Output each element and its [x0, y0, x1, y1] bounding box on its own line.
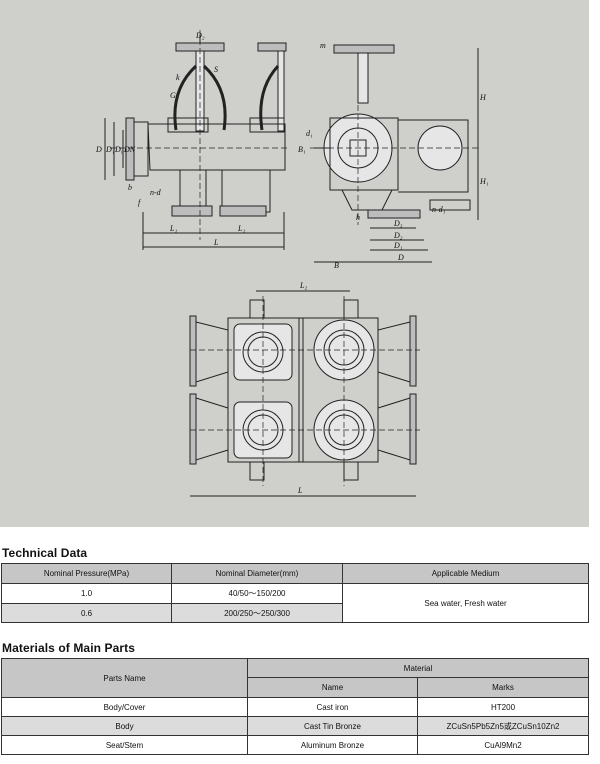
materials-title: Materials of Main Parts — [2, 641, 136, 655]
material-marks-cell: HT200 — [416, 697, 590, 717]
label-d2-top: D₂ — [195, 31, 205, 40]
technical-data-title: Technical Data — [2, 546, 88, 560]
label-dim-d1: D₁ — [393, 241, 403, 250]
part-cell: Seat/Stem — [1, 735, 248, 755]
label-n-d1: n-d₁ — [432, 205, 446, 214]
diameter-cell: 200/250～250/300 — [171, 603, 343, 623]
label-m: m — [320, 41, 326, 50]
label-d1: D₁ — [105, 145, 115, 154]
label-b-right: B — [334, 261, 339, 270]
label-s: S — [214, 65, 218, 74]
label-l-bottom: L — [297, 486, 303, 495]
header-marks: Marks — [416, 677, 590, 698]
header-applicable-medium: Applicable Medium — [342, 563, 589, 584]
part-cell: Body/Cover — [1, 697, 248, 717]
label-h1: H₁ — [479, 177, 489, 186]
label-l1-right: L₁ — [237, 224, 245, 233]
label-b1: B₁ — [298, 145, 306, 154]
label-d: D — [95, 145, 102, 154]
label-f: f — [138, 198, 142, 207]
diameter-cell: 40/50～150/200 — [171, 583, 343, 604]
table-row: Seat/Stem Aluminum Bronze CuAl9Mn2 — [1, 735, 590, 755]
header-parts-name: Parts Name — [1, 658, 248, 698]
label-d0: D₀ — [114, 145, 124, 154]
header-material: Material — [246, 658, 590, 678]
material-name-cell: Cast Tin Bronze — [247, 716, 418, 736]
part-cell: Body — [1, 716, 248, 736]
label-dim-d2: D₂ — [393, 231, 403, 240]
material-name-cell: Cast iron — [247, 697, 418, 717]
pressure-cell: 1.0 — [1, 583, 172, 604]
label-l1-left: L₁ — [169, 224, 177, 233]
label-h: H — [479, 93, 487, 102]
label-k: k — [176, 73, 180, 82]
left-elevation-view: D₂ k G S D D₁ D₀ DN b f n-d L₁ L₁ L — [95, 30, 290, 250]
materials-header-row: Parts Name Material — [1, 658, 590, 698]
header-nominal-diameter: Nominal Diameter(mm) — [171, 563, 343, 584]
technical-data-table: Nominal Pressure(MPa) Nominal Diameter(m… — [1, 563, 589, 623]
header-nominal-pressure: Nominal Pressure(MPa) — [1, 563, 172, 584]
label-dim-d: D — [397, 253, 404, 262]
table-row: 1.0 40/50～150/200 Sea water, Fresh water — [1, 583, 589, 623]
header-name: Name — [247, 677, 418, 698]
right-elevation-view: m H H₁ B₁ d₁ h n-d₁ D₃ D₂ D₁ D B — [298, 41, 489, 270]
label-l2: L₂ — [299, 281, 307, 290]
label-h-small: h — [356, 213, 360, 222]
label-dn: DN — [123, 145, 136, 154]
table-row: Body/Cover Cast iron HT200 — [1, 697, 590, 717]
label-g: G — [170, 91, 176, 100]
label-dim-d3: D₃ — [393, 219, 403, 228]
technical-drawing: D₂ k G S D D₁ D₀ DN b f n-d L₁ L₁ L — [0, 0, 589, 527]
label-n-d: n-d — [150, 188, 162, 197]
pressure-cell: 0.6 — [1, 603, 172, 623]
material-marks-cell: ZCuSn5Pb5Zn5或ZCuSn10Zn2 — [416, 716, 590, 736]
medium-cell: Sea water, Fresh water — [342, 583, 589, 623]
material-marks-cell: CuAl9Mn2 — [416, 735, 590, 755]
label-l: L — [213, 238, 219, 247]
label-b: b — [128, 183, 132, 192]
technical-data-header-row: Nominal Pressure(MPa) Nominal Diameter(m… — [1, 563, 589, 584]
table-row: Body Cast Tin Bronze ZCuSn5Pb5Zn5或ZCuSn1… — [1, 716, 590, 736]
materials-table: Parts Name Material Name Marks Body/Cove… — [1, 658, 590, 755]
label-d1-small: d₁ — [306, 129, 313, 138]
material-name-cell: Aluminum Bronze — [247, 735, 418, 755]
plan-view: L₂ L — [189, 281, 420, 497]
